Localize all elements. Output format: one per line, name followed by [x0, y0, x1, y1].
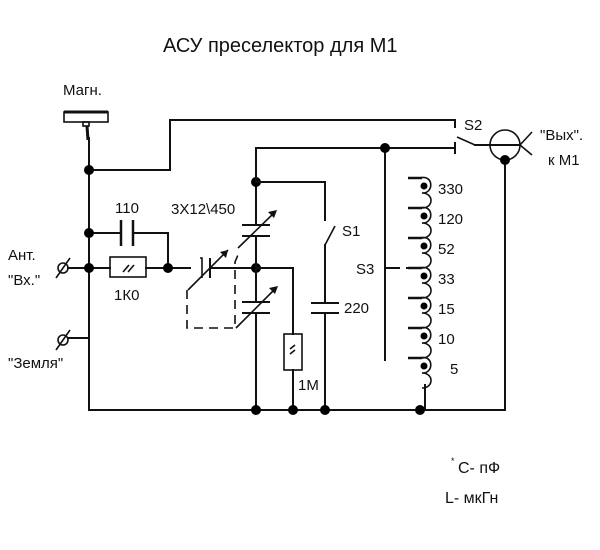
junction-node	[500, 155, 510, 165]
output-target-label: к М1	[548, 152, 580, 169]
coil-winding	[419, 176, 432, 209]
coil-tap-dot	[420, 302, 428, 310]
coil-winding	[419, 206, 432, 239]
cap-220-label: 220	[344, 300, 369, 317]
diagram-title: АСУ преселектор для М1	[163, 35, 398, 57]
coil-winding	[419, 356, 432, 389]
junction-node	[320, 405, 330, 415]
var-cap-label: 3X12\450	[171, 201, 235, 218]
coil-tap-label: 120	[438, 211, 463, 228]
cap-110-label: 110	[115, 200, 139, 217]
switch-s1-label: S1	[342, 223, 360, 240]
coil-tap-label: 10	[438, 331, 455, 348]
capacitor-110-icon	[119, 220, 135, 246]
junction-node	[84, 263, 94, 273]
switch-s3-label: S3	[356, 261, 374, 278]
note-inductance-units: L- мкГн	[445, 490, 498, 507]
junction-node	[415, 405, 425, 415]
coil-tap-dot	[420, 272, 428, 280]
note-capacitance-units: C- пФ	[458, 460, 500, 477]
magnet-label: Магн.	[63, 82, 102, 99]
tapped-inductor-icon: 330 120 52 33 15 10 5	[408, 176, 463, 389]
wire-res1m-top	[255, 267, 294, 335]
switch-s1-icon	[324, 225, 336, 246]
capacitor-220-icon	[311, 302, 339, 314]
variable-capacitor-icon	[237, 210, 277, 249]
junction-node	[251, 405, 261, 415]
coil-tap-label: 33	[438, 271, 455, 288]
resistor-1m-icon	[283, 333, 303, 371]
input-label: "Вх."	[8, 272, 40, 289]
junction-node	[84, 228, 94, 238]
output-label: "Вых".	[540, 127, 583, 144]
junction-node	[163, 263, 173, 273]
antenna-label: Ант.	[8, 247, 36, 264]
note-star: *	[451, 456, 455, 466]
ground-terminal-icon	[55, 329, 71, 351]
coil-tap-label: 330	[438, 181, 463, 198]
switch-s2-label: S2	[464, 117, 482, 134]
wire-s1-top	[255, 181, 326, 221]
coil-winding	[419, 236, 432, 269]
coil-tap-dot	[420, 332, 428, 340]
res-1k0-label: 1К0	[114, 287, 139, 304]
res-1m-label: 1M	[298, 377, 319, 394]
coil-tap-dot	[420, 362, 428, 370]
wire-bottom-rail	[88, 159, 506, 411]
wire-cap110-right	[133, 232, 169, 269]
junction-node	[84, 165, 94, 175]
switch-s2-icon	[456, 136, 476, 146]
coil-tap-dot	[420, 182, 428, 190]
ground-label: "Земля"	[8, 355, 63, 372]
coil-winding	[419, 266, 432, 299]
coil-tap-dot	[420, 212, 428, 220]
variable-capacitor-icon	[187, 249, 229, 291]
junction-node	[380, 143, 390, 153]
junction-node	[288, 405, 298, 415]
coil-tap-label: 5	[450, 361, 458, 378]
magnet-icon	[63, 110, 109, 141]
gang-linkage	[186, 249, 241, 329]
coil-tap-label: 52	[438, 241, 455, 258]
resistor-1k0-icon	[109, 256, 147, 278]
coil-tap-dot	[420, 242, 428, 250]
coil-winding	[419, 326, 432, 359]
coil-tap-label: 15	[438, 301, 455, 318]
wire-top-s2	[88, 119, 456, 171]
coil-winding	[419, 296, 432, 329]
